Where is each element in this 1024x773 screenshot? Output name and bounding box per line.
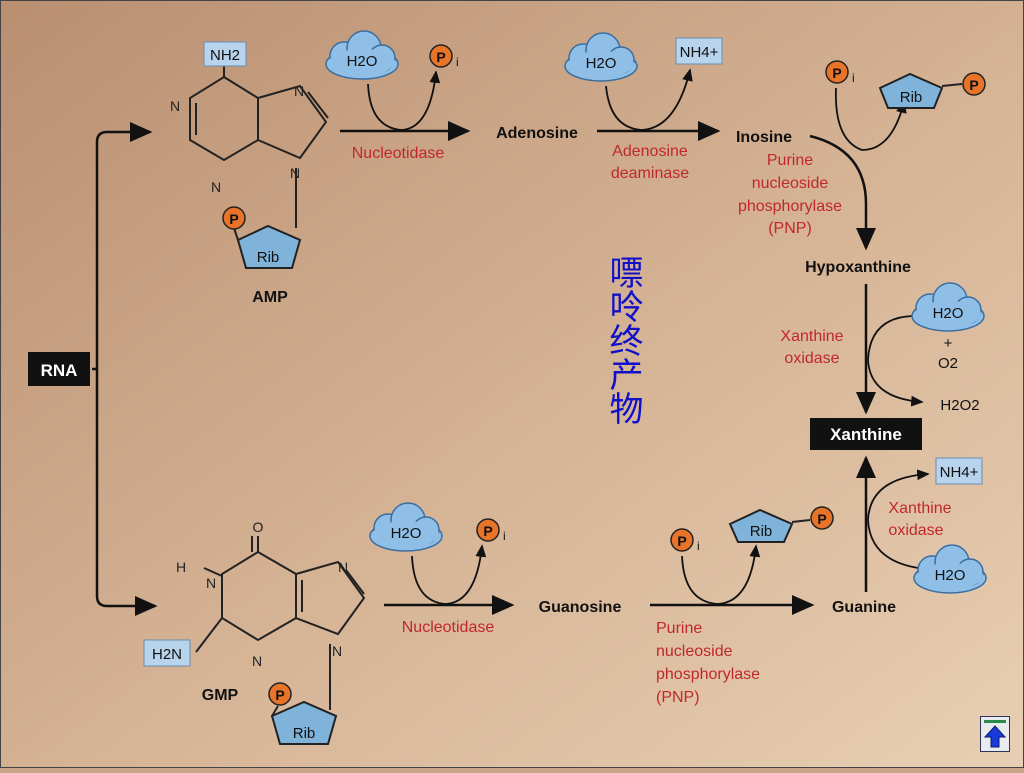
xanthine-box bbox=[810, 418, 922, 450]
gmp-h2n: H2N bbox=[152, 646, 182, 663]
svg-text:i: i bbox=[503, 529, 506, 543]
nh4-box-2 bbox=[935, 457, 983, 485]
gmp-o: O bbox=[253, 519, 264, 535]
xanthine-label: Xanthine bbox=[830, 425, 902, 444]
amp-n1: N bbox=[170, 98, 180, 114]
amp-rib-label: Rib bbox=[257, 249, 280, 266]
gmp-h2n-box bbox=[143, 639, 191, 667]
nh4-1: NH4+ bbox=[680, 44, 719, 61]
guanosine-label: Guanosine bbox=[539, 599, 622, 616]
water-4: H2O bbox=[935, 567, 966, 584]
amp-nh2-box bbox=[203, 41, 247, 67]
h2o2: H2O2 bbox=[940, 397, 979, 414]
enzyme-pnp-bottom-2: nucleoside bbox=[656, 643, 733, 660]
svg-text:P: P bbox=[832, 65, 841, 81]
rna-label: RNA bbox=[41, 361, 78, 380]
svg-text:P: P bbox=[969, 77, 978, 93]
adenosine-label: Adenosine bbox=[496, 125, 578, 142]
slide-title-cn: 嘌呤终产物 bbox=[603, 255, 643, 425]
svg-text:P: P bbox=[817, 511, 826, 527]
gmp-n1: N bbox=[206, 575, 216, 591]
enzyme-pnp-bottom-3: phosphorylase bbox=[656, 666, 760, 683]
svg-text:i: i bbox=[697, 539, 700, 553]
gmp-n3: N bbox=[252, 653, 262, 669]
amp-n3: N bbox=[211, 179, 221, 195]
amp-label: AMP bbox=[252, 289, 288, 306]
nh4-box-1 bbox=[675, 37, 723, 65]
water-2: H2O bbox=[586, 55, 617, 72]
amp-n7: N bbox=[294, 83, 304, 99]
amp-ribose bbox=[236, 224, 302, 269]
enzyme-xo1-2: oxidase bbox=[784, 350, 839, 367]
gmp-n9: N bbox=[332, 643, 342, 659]
guanine-label: Guanine bbox=[832, 599, 896, 616]
svg-text:P: P bbox=[677, 533, 686, 549]
enzyme-xo2-2: oxidase bbox=[888, 522, 943, 539]
enzyme-nucleotidase-top: Nucleotidase bbox=[352, 145, 445, 162]
enzyme-pnp-top-2: nucleoside bbox=[752, 175, 829, 192]
rna-to-amp-arrow bbox=[92, 122, 153, 371]
amp-n9: N bbox=[290, 165, 300, 181]
svg-text:i: i bbox=[852, 71, 855, 85]
enzyme-pnp-top-4: (PNP) bbox=[768, 220, 812, 237]
svg-text:Rib: Rib bbox=[900, 89, 923, 106]
water-5: H2O bbox=[391, 525, 422, 542]
amp-nh2: NH2 bbox=[210, 47, 240, 64]
amp-structure bbox=[189, 62, 329, 228]
rna-box bbox=[28, 352, 90, 386]
svg-text:Rib: Rib bbox=[750, 523, 773, 540]
rna-to-gmp-arrow bbox=[95, 369, 158, 616]
gmp-label: GMP bbox=[202, 687, 239, 704]
nav-button[interactable] bbox=[980, 716, 1010, 752]
pi-3 bbox=[476, 518, 500, 542]
water-1: H2O bbox=[347, 53, 378, 70]
inosine-hypoxanthine-arrow bbox=[809, 134, 876, 251]
inosine-label: Inosine bbox=[736, 129, 792, 146]
o2: O2 bbox=[938, 355, 958, 372]
water-3: H2O bbox=[933, 305, 964, 322]
gmp-rib-label: Rib bbox=[293, 725, 316, 742]
ribose-pi-bottom bbox=[728, 508, 794, 543]
amp-p-label: P bbox=[229, 211, 238, 227]
enzyme-nucleotidase-bottom: Nucleotidase bbox=[402, 619, 495, 636]
svg-text:P: P bbox=[275, 687, 284, 703]
pi-4 bbox=[670, 528, 694, 552]
enzyme-xo1-1: Xanthine bbox=[780, 328, 843, 345]
enzyme-pnp-top-1: Purine bbox=[767, 152, 813, 169]
enzyme-pnp-top-3: phosphorylase bbox=[738, 198, 842, 215]
plus-sign: + bbox=[944, 335, 953, 352]
gmp-n7: N bbox=[338, 559, 348, 575]
ribose-pi-top bbox=[878, 72, 944, 109]
nh4-2: NH4+ bbox=[940, 464, 979, 481]
gmp-ribose bbox=[270, 700, 338, 745]
pi-2 bbox=[825, 60, 849, 84]
amp-phosphate bbox=[222, 206, 246, 230]
gmp-phosphate bbox=[268, 682, 292, 706]
hypoxanthine-label: Hypoxanthine bbox=[805, 259, 911, 276]
home-arrow-icon bbox=[983, 720, 1007, 748]
svg-text:P: P bbox=[436, 49, 445, 65]
enzyme-xo2-1: Xanthine bbox=[888, 500, 951, 517]
svg-text:P: P bbox=[483, 523, 492, 539]
gmp-h: H bbox=[176, 559, 186, 575]
enzyme-adenosine-deaminase-2: deaminase bbox=[611, 165, 689, 182]
enzyme-pnp-bottom-4: (PNP) bbox=[656, 689, 700, 706]
enzyme-adenosine-deaminase-1: Adenosine bbox=[612, 143, 688, 160]
enzyme-pnp-bottom-1: Purine bbox=[656, 620, 702, 637]
pi-1 bbox=[429, 44, 453, 68]
svg-text:i: i bbox=[456, 55, 459, 69]
gmp-structure bbox=[195, 536, 366, 710]
